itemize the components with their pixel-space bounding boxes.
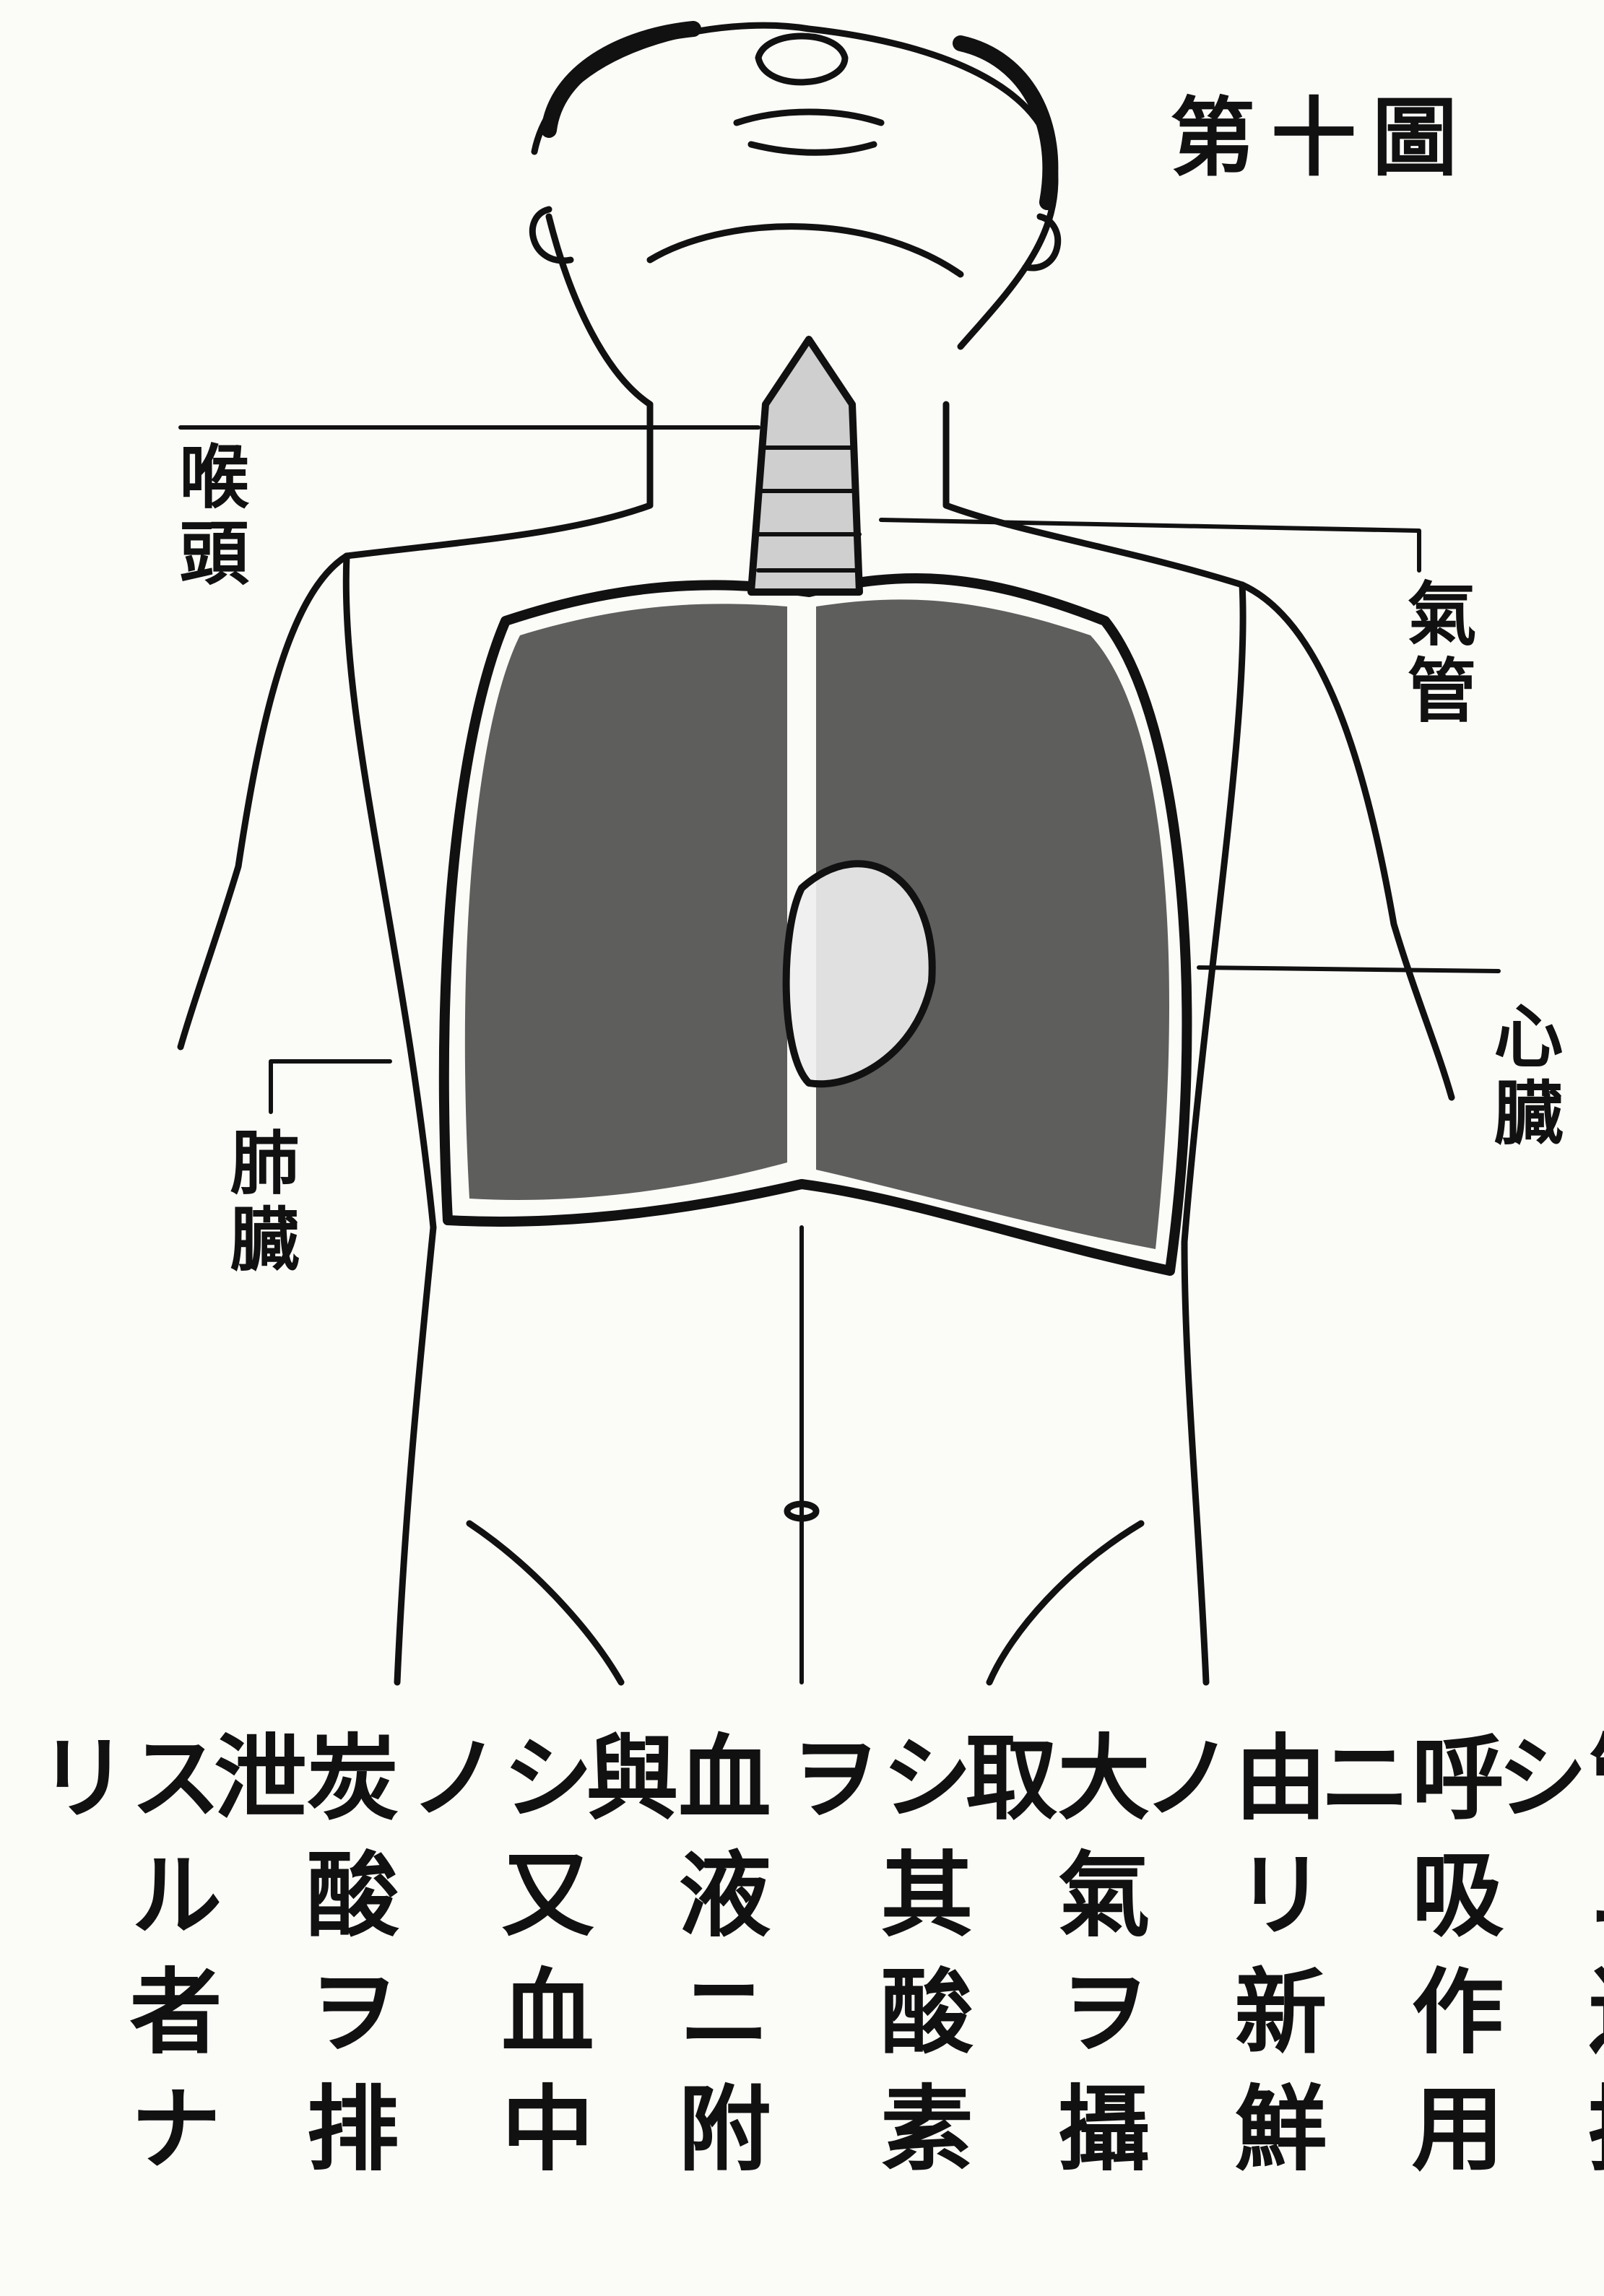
torso-left [346,556,433,1682]
leader-trachea [881,520,1419,570]
caption-column: 大氣ヲ攝取 [957,1729,1142,2296]
torso-right [1184,585,1243,1682]
label-trachea: 氣管 [1401,578,1470,731]
label-heart: 心臓 [1488,1000,1557,1153]
hip-right [989,1523,1141,1682]
caption-column: 管ニ連接シ [1488,1729,1604,2296]
caption-column: 炭酸ヲ排泄 [206,1729,391,2296]
figure-title: 第十圖 [1170,69,1473,192]
leader-lungs [271,1061,390,1112]
trachea-shape [751,339,859,592]
caption-column: スル者ナリ [29,1729,214,2296]
nose [758,36,845,82]
caption-column: 由リ新鮮ノ [1134,1729,1319,2296]
caption-column: 血液ニ附與 [578,1729,763,2296]
mouth [737,112,881,152]
label-lungs: 肺臓 [224,1126,293,1279]
neck-right [946,404,1242,585]
caption-column: シ其酸素ヲ [780,1729,965,2296]
chin [650,227,961,274]
hip-left [469,1523,621,1682]
leader-heart [1199,967,1499,971]
arm-left [181,556,347,1047]
caption-column: シ又血中ノ [401,1729,586,2296]
label-larynx: 喉頭 [173,440,243,593]
lung-left-fill [465,604,787,1200]
caption-column: 呼吸作用ニ [1311,1729,1496,2296]
